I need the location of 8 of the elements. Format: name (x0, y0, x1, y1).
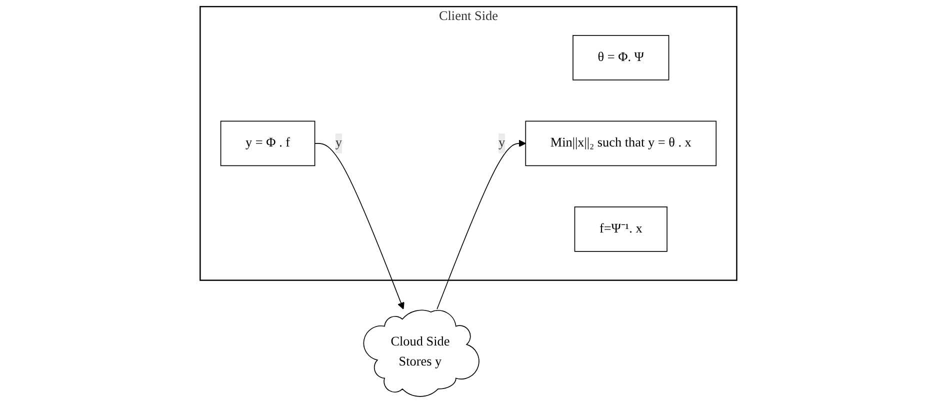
edge-label: y (498, 136, 506, 150)
node-box: y = Φ . f (220, 120, 316, 166)
node-box: Min||x||₂ such that y = θ . x (525, 120, 717, 166)
node-box: θ = Φ. Ψ (572, 35, 670, 80)
arrow (314, 143, 404, 310)
node-box: f=Ψ⁻¹. x (574, 206, 668, 252)
arrow (436, 140, 526, 310)
edge-label: y (335, 136, 342, 150)
